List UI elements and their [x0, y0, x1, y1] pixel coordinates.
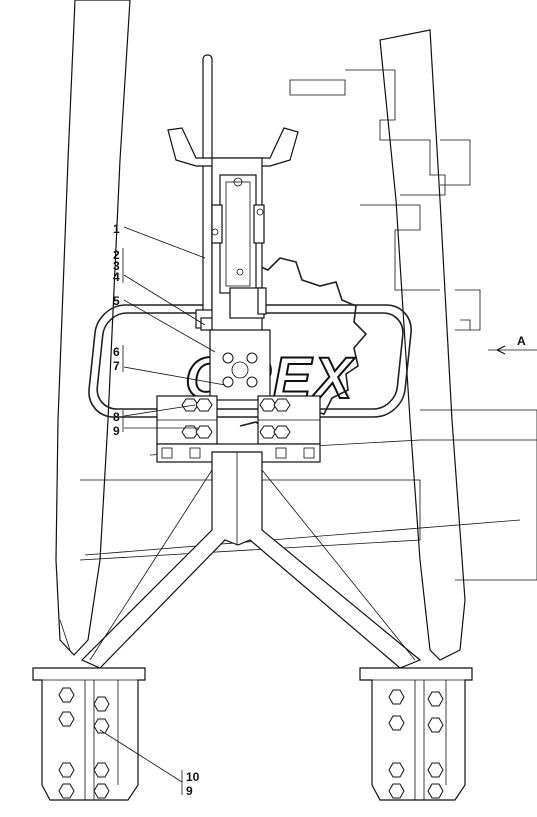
- callout-3: 3: [113, 259, 120, 273]
- callout-4: 4: [113, 270, 120, 284]
- left-frame-rail: [55, 0, 131, 656]
- clamp-blocks: [156, 395, 321, 463]
- callout-8: 8: [113, 410, 120, 424]
- callout-6: 6: [113, 345, 120, 359]
- callout-1: 1: [113, 222, 120, 236]
- leader-lines: [99, 226, 537, 795]
- callout-labels: 1 2 3 4 5 6 7 8 9 10 9 A: [113, 222, 526, 798]
- view-marker-a: A: [517, 334, 526, 348]
- left-base-bracket: [32, 667, 146, 801]
- y-frame: [80, 451, 422, 669]
- central-column: [211, 157, 267, 399]
- background-equipment-outline: [79, 69, 537, 581]
- callout-2: 2: [113, 248, 120, 262]
- right-frame-rail: [379, 29, 466, 661]
- mounting-plate: [209, 329, 271, 401]
- right-base-bracket: [359, 667, 473, 801]
- callout-9-lower: 9: [186, 784, 193, 798]
- callout-7: 7: [113, 359, 120, 373]
- callout-9-upper: 9: [113, 424, 120, 438]
- callout-5: 5: [113, 294, 120, 308]
- callout-10: 10: [186, 770, 200, 784]
